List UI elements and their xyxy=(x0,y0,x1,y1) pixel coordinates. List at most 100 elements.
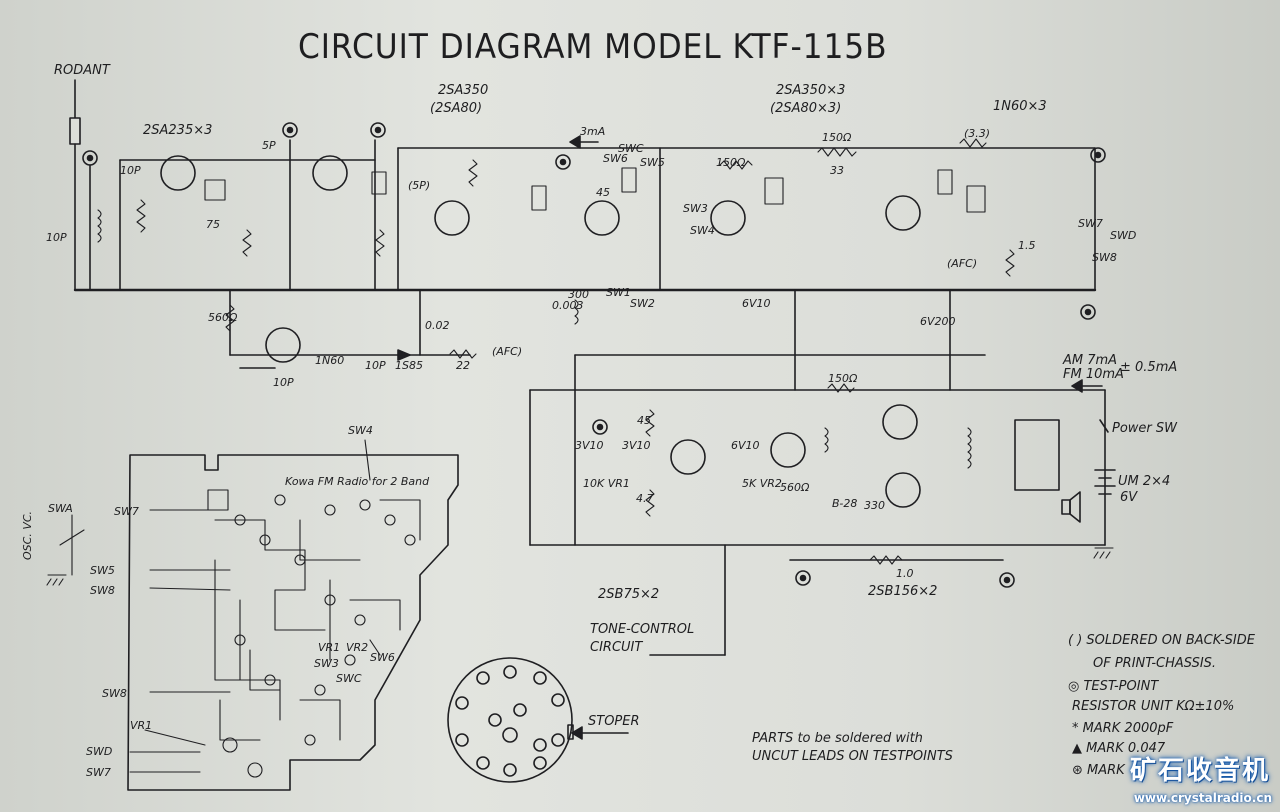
resistor-330: 330 xyxy=(864,499,885,512)
arrows xyxy=(569,135,1103,740)
afc-label-2: (AFC) xyxy=(947,257,978,270)
parts-note-2: UNCUT LEADS ON TESTPOINTS xyxy=(752,749,953,764)
sw1-label: SW1 xyxy=(606,286,631,299)
battery-label: UM 2×4 xyxy=(1118,474,1171,489)
if-transistor-alt-label: (2SA80×3) xyxy=(770,101,842,116)
site-watermark: 矿石收音机 www.crystalradio.cn xyxy=(1068,754,1280,812)
pcb-vr2-label: VR2 xyxy=(346,641,369,654)
cap-6v10-b: 6V10 xyxy=(731,439,760,452)
current-tolerance: ± 0.5mA xyxy=(1120,360,1178,375)
cap-3v10-a: 3V10 xyxy=(575,439,604,452)
power-section xyxy=(1014,419,1116,523)
legend-line-3: ◎ TEST-POINT xyxy=(1068,679,1159,694)
legend-line-2: OF PRINT-CHASSIS. xyxy=(1093,656,1217,671)
resistor-33: 33 xyxy=(830,164,844,177)
legend-line-7: ⊛ MARK xyxy=(1072,763,1125,778)
test-points xyxy=(82,122,1106,588)
output-transistors-label: 2SB156×2 xyxy=(868,584,938,599)
swc-label: SWC xyxy=(618,142,644,155)
cap-5p: 5P xyxy=(262,139,276,152)
sw6-label: SW6 xyxy=(603,152,628,165)
swd-label: SWD xyxy=(1110,229,1137,242)
cap-0-02: 0.02 xyxy=(425,319,450,332)
diode-1s85: 1S85 xyxy=(395,359,423,372)
resistor-45: 45 xyxy=(596,186,610,199)
rod-antenna xyxy=(69,79,81,291)
watermark-chinese-text: 矿石收音机 xyxy=(1129,756,1270,786)
pcb-sw7-b-label: SW7 xyxy=(86,766,111,779)
pcb-sw5-label: SW5 xyxy=(90,564,115,577)
dial-plate xyxy=(447,657,574,783)
resistor-1-0: 1.0 xyxy=(896,567,914,580)
cap-10p-d: 10P xyxy=(365,359,386,372)
mixer-transistor-alt-label: (2SA80) xyxy=(430,101,483,116)
vr1-10k: 10K VR1 xyxy=(583,477,630,490)
pcb-vr1-label: VR1 xyxy=(130,719,153,732)
current-fm: FM 10mA xyxy=(1063,367,1124,382)
resistor-22: 22 xyxy=(456,359,470,372)
pcb-swc-label: SWC xyxy=(336,672,362,685)
resistor-150-a: 150Ω xyxy=(822,131,852,144)
pcb-outline xyxy=(127,454,459,791)
resistor-75: 75 xyxy=(206,218,220,231)
diodes-label: 1N60×3 xyxy=(993,99,1047,114)
power-switch-label: Power SW xyxy=(1112,421,1178,436)
cap-6v10: 6V10 xyxy=(742,297,771,310)
resistor-150-b: 150Ω xyxy=(716,156,746,169)
cap-10p-b: 10P xyxy=(46,231,67,244)
rod-antenna-label: RODANT xyxy=(54,63,110,78)
cap-5p-paren: (5P) xyxy=(408,179,431,192)
pcb-sw6-label: SW6 xyxy=(370,651,395,664)
sw2-label: SW2 xyxy=(630,297,655,310)
pcb-swd-label: SWD xyxy=(86,745,113,758)
swa-label: SWA xyxy=(48,502,73,515)
resistor-3-3-paren: (3.3) xyxy=(964,127,991,140)
sw8-label: SW8 xyxy=(1092,251,1117,264)
pcb-traces xyxy=(207,489,421,778)
pcb-sw8-b-label: SW8 xyxy=(102,687,127,700)
parts-note-1: PARTS to be soldered with xyxy=(752,731,923,746)
sw3-label: SW3 xyxy=(683,202,708,215)
pcb-sw3-label: SW3 xyxy=(314,657,339,670)
resistor-4-7: 4.7 xyxy=(636,492,654,505)
tone-transistors-label: 2SB75×2 xyxy=(598,587,660,602)
diode-1n60: 1N60 xyxy=(315,354,345,367)
legend-line-1: ( ) SOLDERED ON BACK-SIDE xyxy=(1068,633,1255,648)
current-3ma-label: 3mA xyxy=(580,125,606,138)
cap-3v10-b: 3V10 xyxy=(622,439,651,452)
legend-line-5: * MARK 2000pF xyxy=(1072,721,1174,736)
cap-10p-a: 10P xyxy=(120,164,141,177)
stopper-label: STOPER xyxy=(588,714,640,729)
resistor-150-c: 150Ω xyxy=(828,372,858,385)
pcb-title: Kowa FM Radio for 2 Band xyxy=(285,475,430,488)
resistor-300: 300 xyxy=(568,288,589,301)
sw5-label: SW5 xyxy=(640,156,665,169)
pcb-sw8-label: SW8 xyxy=(90,584,115,597)
mixer-transistor-label: 2SA350 xyxy=(438,83,489,98)
resistor-1-5: 1.5 xyxy=(1018,239,1036,252)
thermistor-b28: B-28 xyxy=(832,497,858,510)
afc-label-1: (AFC) xyxy=(492,345,523,358)
transistors xyxy=(160,155,921,508)
resistor-560: 560Ω xyxy=(208,311,238,324)
legend-line-4: RESISTOR UNIT KΩ±10% xyxy=(1072,699,1235,714)
osc-vc-label: OSC. VC. xyxy=(21,510,34,560)
cap-6v200: 6V200 xyxy=(920,315,956,328)
pcb-leaders xyxy=(59,439,381,773)
audio-frame xyxy=(529,289,1106,656)
battery-voltage: 6V xyxy=(1120,490,1138,505)
tone-control-title: TONE-CONTROL xyxy=(590,622,695,637)
rf-transistor-label: 2SA235×3 xyxy=(143,123,213,138)
resistor-560-b: 560Ω xyxy=(780,481,810,494)
coils xyxy=(97,167,986,469)
cap-0-003: 0.003 xyxy=(552,299,584,312)
pcb-sw4-label: SW4 xyxy=(348,424,373,437)
resistor-45-b: 45 xyxy=(637,414,651,427)
afc-section xyxy=(229,289,471,369)
cap-10p-c: 10P xyxy=(273,376,294,389)
top-rails xyxy=(89,139,1096,291)
if-transistor-label: 2SA350×3 xyxy=(776,83,846,98)
watermark-url: www.crystalradio.cn xyxy=(1133,791,1272,805)
